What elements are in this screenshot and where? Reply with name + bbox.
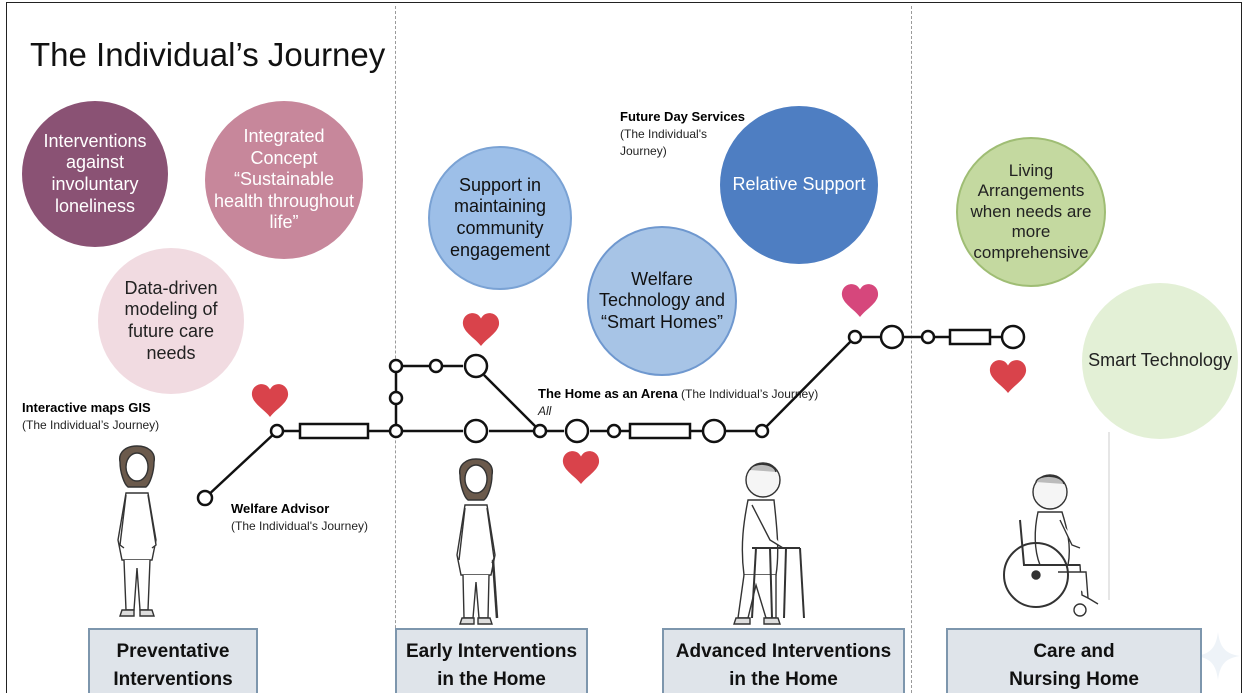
journey-stop xyxy=(388,358,404,374)
journey-stop xyxy=(701,418,727,444)
bubble-relative-support: Relative Support xyxy=(720,106,878,264)
journey-stop xyxy=(463,418,489,444)
journey-stop xyxy=(564,418,590,444)
stage-label: Advanced Interventions in the Home xyxy=(675,641,892,690)
journey-stop xyxy=(269,423,285,439)
stage-label: Early Interventions in the Home xyxy=(405,641,578,690)
stage-advanced-interventions: Advanced Interventions in the Home xyxy=(662,628,905,693)
journey-stop xyxy=(847,329,863,345)
bubble-label: Interventions against involuntary loneli… xyxy=(43,130,147,216)
note-welfare-advisor: Welfare Advisor (The Individual's Journe… xyxy=(231,500,368,535)
journey-stops xyxy=(196,324,1026,507)
note-all: All xyxy=(538,404,552,419)
note-day-services: Future Day Services (The Individual's Jo… xyxy=(620,108,745,160)
journey-stop xyxy=(1000,324,1026,350)
person-in-wheelchair-icon xyxy=(1003,474,1099,617)
note-title: Welfare Advisor xyxy=(231,501,330,516)
bubble-label: Support in maintaining community engagem… xyxy=(449,174,551,260)
journey-stop xyxy=(920,329,936,345)
phase-divider xyxy=(911,6,912,693)
note-sub: (The Individual’s Journey) xyxy=(22,418,160,433)
note-sub: (The Individual’s Journey) xyxy=(681,387,819,401)
bubble-label: Smart Technology xyxy=(1088,350,1232,371)
heart-icon xyxy=(251,384,289,417)
note-sub: (The Individual's xyxy=(620,127,707,142)
note-sub: (The Individual's Journey) xyxy=(231,519,369,534)
bubble-data-driven: Data-driven modeling of future care need… xyxy=(98,248,244,394)
bubble-label: Living Arrangements when needs are more … xyxy=(970,161,1092,262)
bubble-welfare-technology: Welfare Technology and “Smart Homes” xyxy=(587,226,737,376)
journey-stop xyxy=(879,324,905,350)
person-with-walker-icon xyxy=(733,462,805,625)
journey-stop xyxy=(428,358,444,374)
diagram-frame xyxy=(6,2,1242,693)
heart-icon xyxy=(989,360,1027,393)
bubble-label: Welfare Technology and “Smart Homes” xyxy=(598,268,726,332)
note-gis: Interactive maps GIS (The Individual’s J… xyxy=(22,399,159,434)
bubble-integrated-concept: Integrated Concept “Sustainable health t… xyxy=(205,101,363,259)
bubble-community-engagement: Support in maintaining community engagem… xyxy=(428,146,572,290)
person-standing-icon xyxy=(117,445,157,617)
note-sub: Journey) xyxy=(620,143,667,158)
sparkle-icon xyxy=(1196,632,1240,680)
bubble-label: Relative Support xyxy=(732,174,866,195)
note-title: The Home as an Arena xyxy=(538,386,678,401)
stage-preventative: Preventative Interventions xyxy=(88,628,258,693)
bubble-label: Integrated Concept “Sustainable health t… xyxy=(213,126,355,233)
journey-stop xyxy=(606,423,622,439)
journey-stop xyxy=(532,423,548,439)
stage-label: Preventative Interventions xyxy=(113,641,233,690)
bubble-label: Data-driven modeling of future care need… xyxy=(124,277,218,363)
journey-stop xyxy=(388,390,404,406)
note-home-arena: The Home as an Arena (The Individual’s J… xyxy=(538,385,818,420)
person-with-cane-icon xyxy=(456,458,499,625)
phase-divider xyxy=(395,6,396,693)
bubble-loneliness: Interventions against involuntary loneli… xyxy=(22,101,168,247)
journey-stop xyxy=(463,353,489,379)
bubble-smart-technology: Smart Technology xyxy=(1082,283,1238,439)
heart-icon xyxy=(462,313,500,346)
note-title: Future Day Services xyxy=(620,109,746,124)
journey-stop xyxy=(196,489,214,507)
journey-stop xyxy=(754,423,770,439)
heart-icon xyxy=(841,284,879,317)
stage-care-nursing-home: Care and Nursing Home xyxy=(946,628,1202,693)
heart-icon xyxy=(562,451,600,484)
stage-label: Care and Nursing Home xyxy=(1009,641,1139,690)
bubble-living-arrangements: Living Arrangements when needs are more … xyxy=(956,137,1106,287)
journey-stop xyxy=(388,423,404,439)
stage-early-interventions: Early Interventions in the Home xyxy=(395,628,588,693)
note-title: Interactive maps GIS xyxy=(22,400,151,415)
page-title: The Individual’s Journey xyxy=(30,36,386,73)
